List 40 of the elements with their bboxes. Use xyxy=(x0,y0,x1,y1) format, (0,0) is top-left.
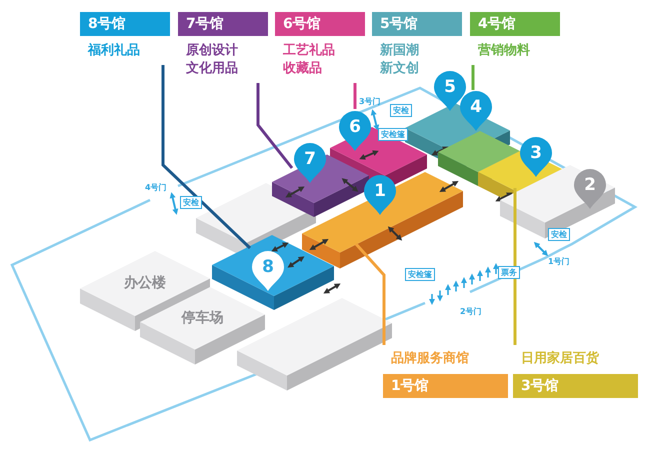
sign-label: 安检篷 xyxy=(405,268,435,281)
hall-category: 新国潮新文创 xyxy=(379,42,420,78)
leader-line xyxy=(514,188,516,345)
hall-heading: 5号馆 xyxy=(372,12,462,36)
hall-category: 福利礼品 xyxy=(86,42,141,60)
hall-number: 6 xyxy=(348,117,362,137)
gate-label: 2号门 xyxy=(460,306,482,317)
hall-heading: 8号馆 xyxy=(80,12,170,36)
sign-label: 安检篷 xyxy=(378,128,408,141)
hall-number: 2 xyxy=(583,175,597,195)
hall-heading: 7号馆 xyxy=(178,12,268,36)
hall-number: 5 xyxy=(443,77,457,97)
hall-category: 原创设计文化用品 xyxy=(185,42,239,78)
hall-heading: 1号馆 xyxy=(383,374,508,398)
hall-heading: 3号馆 xyxy=(513,374,638,398)
gate-label: 1号门 xyxy=(548,256,570,267)
building-label: 停车场 xyxy=(180,309,224,328)
hall-number: 7 xyxy=(303,149,317,169)
hall-number: 4 xyxy=(469,97,483,117)
gate-label: 3号门 xyxy=(359,96,381,107)
hall-number: 3 xyxy=(529,143,543,163)
hall-category: 工艺礼品收藏品 xyxy=(282,42,336,78)
hall-number: 8 xyxy=(261,257,275,277)
sign-label: 安检 xyxy=(390,104,412,117)
hall-number: 1 xyxy=(373,181,387,201)
hall-category: 品牌服务商馆 xyxy=(390,350,470,368)
hall-category: 日用家居百货 xyxy=(520,350,600,368)
hall-heading: 4号馆 xyxy=(470,12,560,36)
sign-label: 安检 xyxy=(548,228,570,241)
hall-heading: 6号馆 xyxy=(275,12,365,36)
leader-line xyxy=(354,83,356,109)
building-label: 办公楼 xyxy=(122,274,167,292)
sign-label: 票务 xyxy=(498,266,520,279)
sign-label: 安检 xyxy=(180,196,202,209)
leader-line xyxy=(162,65,252,250)
gate-label: 4号门 xyxy=(145,182,167,193)
leader-line xyxy=(256,83,294,169)
leader-line xyxy=(472,65,474,90)
hall-category: 营销物料 xyxy=(477,42,531,60)
leader-line xyxy=(354,243,386,345)
